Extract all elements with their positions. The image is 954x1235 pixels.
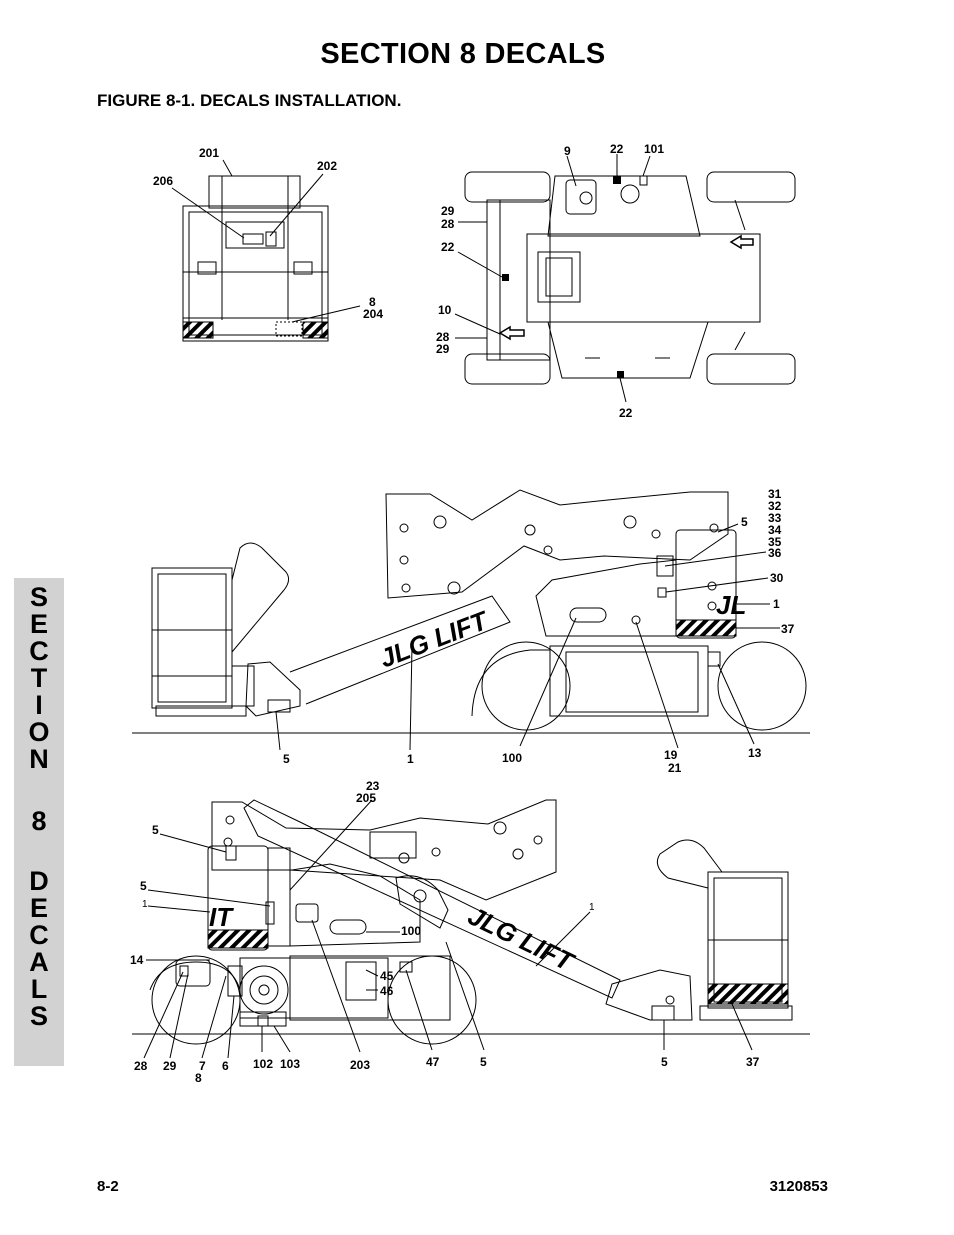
side-tab-letter: D <box>29 866 49 896</box>
callout-37: 37 <box>781 622 795 636</box>
callout-30: 30 <box>770 571 784 585</box>
callout-7: 7 <box>199 1059 206 1073</box>
side-tab-letter: S <box>29 1001 48 1031</box>
callout-47: 47 <box>426 1055 440 1069</box>
callout-201: 201 <box>199 146 219 160</box>
callout-33: 33 <box>768 511 782 525</box>
callout-1: 1 <box>773 597 780 611</box>
callout-5: 5 <box>741 515 748 529</box>
right-side-view <box>151 489 807 731</box>
callout-28: 28 <box>134 1059 148 1073</box>
right-view-leaders <box>275 523 780 751</box>
callout-100: 100 <box>502 751 522 765</box>
callout-28: 28 <box>436 330 450 344</box>
side-tab-letter: E <box>29 893 48 923</box>
callout-1: 1 <box>589 902 595 913</box>
hazard-stripe-37-right <box>675 619 737 637</box>
callout-100: 100 <box>401 924 421 938</box>
side-tab-letter: O <box>28 717 50 747</box>
callout-204: 204 <box>363 307 383 321</box>
page-number: 8-2 <box>97 1178 119 1195</box>
callout-23: 23 <box>366 779 380 793</box>
side-tab-letter: 8 <box>31 806 47 836</box>
callout-101: 101 <box>644 142 664 156</box>
callout-1: 1 <box>142 899 148 910</box>
callout-29: 29 <box>441 204 455 218</box>
callout-31: 31 <box>768 487 782 501</box>
callout-21: 21 <box>668 761 682 775</box>
callout-14: 14 <box>130 953 144 967</box>
callout-37: 37 <box>746 1055 760 1069</box>
document-number: 3120853 <box>769 1178 828 1195</box>
callout-103: 103 <box>280 1057 300 1071</box>
decal-22-top <box>613 176 621 184</box>
callout-9: 9 <box>564 144 571 158</box>
callout-22: 22 <box>610 142 624 156</box>
callout-202: 202 <box>317 159 337 173</box>
side-tab-letter: S <box>29 582 48 612</box>
callout-205: 205 <box>356 791 376 805</box>
section-side-tab: S E C T I O N 8 D E C A L S <box>14 578 64 1066</box>
decal-22-mid <box>502 274 509 281</box>
callout-10: 10 <box>438 303 452 317</box>
callout-5: 5 <box>480 1055 487 1069</box>
callout-19: 19 <box>664 748 678 762</box>
callout-8: 8 <box>195 1071 202 1085</box>
callout-5: 5 <box>152 823 159 837</box>
callout-22: 22 <box>619 406 633 420</box>
callout-46: 46 <box>380 984 394 998</box>
hazard-stripe-left <box>207 929 269 949</box>
callout-29: 29 <box>163 1059 177 1073</box>
jlg-lift-logo-right-boom: JLG LIFT <box>375 604 493 673</box>
decal-22-bottom <box>617 371 624 378</box>
callout-1: 1 <box>407 752 414 766</box>
front-view <box>182 175 329 342</box>
side-tab-letter: C <box>29 636 49 666</box>
figure-title: FIGURE 8-1. DECALS INSTALLATION. <box>97 91 402 110</box>
top-view <box>464 171 796 385</box>
jlg-logo-partial-left: IT <box>209 902 234 932</box>
side-tab-letter: N <box>29 744 49 774</box>
callout-32: 32 <box>768 499 782 513</box>
callout-5: 5 <box>140 879 147 893</box>
callout-28: 28 <box>441 217 455 231</box>
callout-29: 29 <box>436 342 450 356</box>
callout-5: 5 <box>283 752 290 766</box>
side-tab-letter: E <box>29 609 48 639</box>
callout-35: 35 <box>768 535 782 549</box>
callout-8: 8 <box>369 295 376 309</box>
callout-5: 5 <box>661 1055 668 1069</box>
callout-102: 102 <box>253 1057 273 1071</box>
side-tab-letter: T <box>30 663 48 693</box>
left-view-leaders <box>143 799 753 1059</box>
arrow-decal-top-right <box>729 234 754 250</box>
side-tab-letter: A <box>29 947 49 977</box>
section-title: SECTION 8 DECALS <box>320 38 606 70</box>
arrow-decal-10 <box>498 325 525 341</box>
callout-36: 36 <box>768 546 782 560</box>
hazard-stripe-37-left <box>707 983 789 1005</box>
front-view-leaders <box>171 159 361 323</box>
side-tab-letter: I <box>35 690 43 720</box>
top-view-leaders <box>454 154 651 403</box>
left-side-view <box>149 799 793 1045</box>
side-tab-letter: L <box>30 974 48 1004</box>
callout-203: 203 <box>350 1058 370 1072</box>
callout-6: 6 <box>222 1059 229 1073</box>
callout-13: 13 <box>748 746 762 760</box>
callout-206: 206 <box>153 174 173 188</box>
callout-22: 22 <box>441 240 455 254</box>
callout-45: 45 <box>380 969 394 983</box>
callout-34: 34 <box>768 523 782 537</box>
jlg-logo-partial-right: JL <box>716 590 746 620</box>
side-tab-letter: C <box>29 920 49 950</box>
